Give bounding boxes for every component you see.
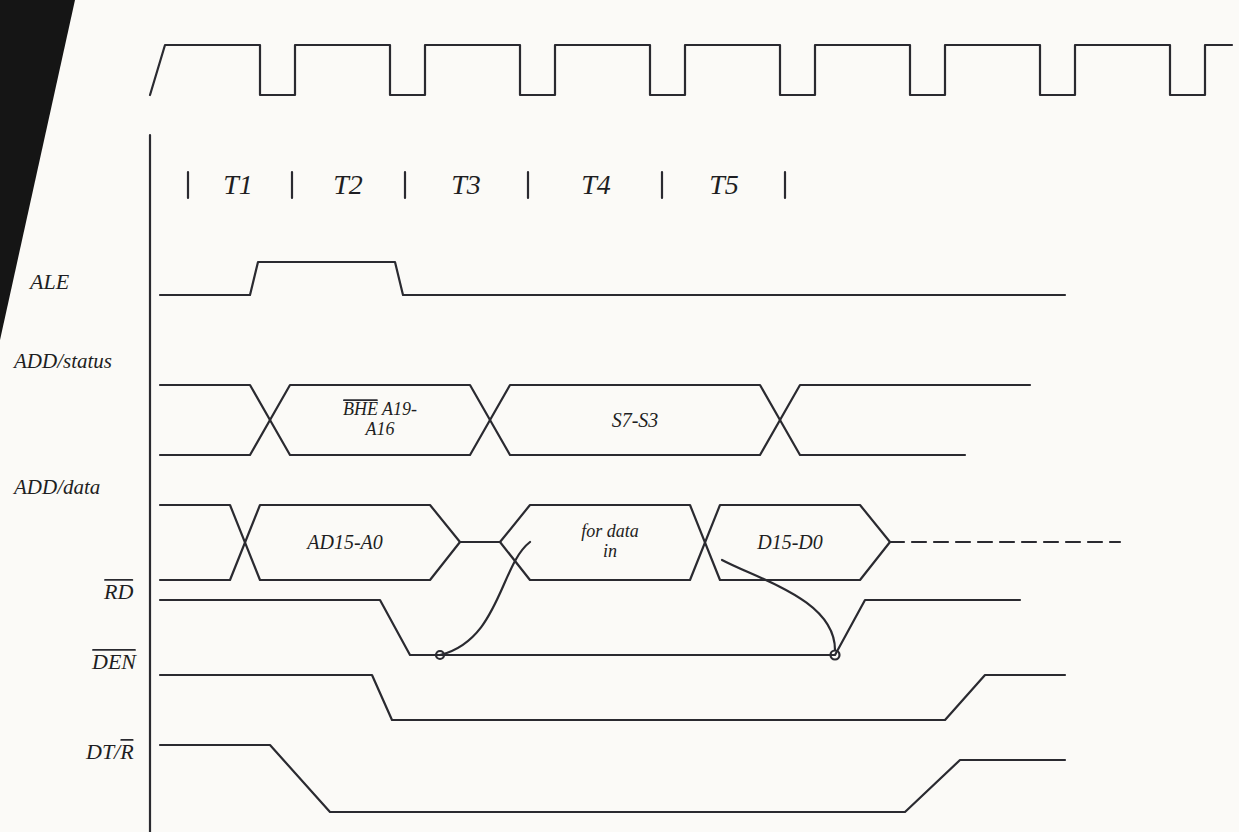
curve-dot [436,651,444,659]
curve-dot [831,651,840,660]
signal-name: ALE [30,270,69,294]
clock-state: T5 [709,170,739,201]
axis-line [149,135,151,832]
status-bus-wave [160,385,1030,455]
clock-wave [150,45,1232,95]
dtr-wave [160,745,1065,812]
cause-curve [440,542,530,655]
state-ticks [188,172,785,198]
signal-name: DEN [92,650,136,674]
clock-state: T1 [223,170,253,201]
bus-value: BHE A19-A16 [332,400,428,440]
bus-value: D15-D0 [757,531,823,553]
data-bus-wave [500,505,890,580]
bus-value: AD15-A0 [307,531,383,553]
signal-name: RD [104,580,133,604]
clock-state: T3 [451,170,481,201]
clock-state: T4 [581,170,611,201]
bus-value: S7-S3 [612,409,659,431]
page-edge [0,0,75,340]
cause-curve [722,560,835,650]
data-bus-wave [160,505,460,580]
clock-state: T2 [333,170,363,201]
status-bus-wave [160,385,965,455]
bus-value: for data in [575,522,645,562]
data-bus-wave [500,505,890,580]
data-bus-wave [160,505,500,580]
den-wave [160,675,1065,720]
signal-name: ADD/status [14,350,112,373]
signal-name: ADD/data [14,476,100,499]
data-bus-float [890,541,1120,543]
ale-wave [160,262,1065,295]
rd-wave [160,600,1020,655]
signal-name: DT/R [86,740,134,764]
